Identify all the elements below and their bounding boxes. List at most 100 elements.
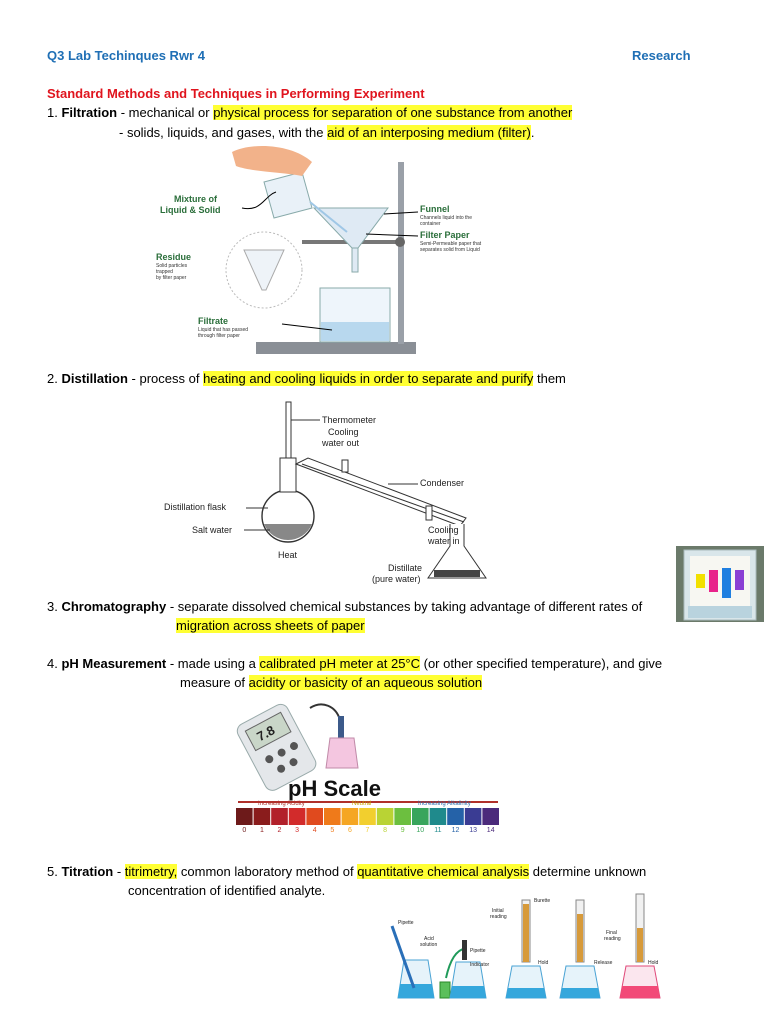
ph-number-label: 5: [330, 827, 334, 834]
ph-color-swatch: [271, 808, 288, 825]
label-indicator: Indicator: [470, 962, 490, 968]
condenser-inner: [301, 463, 465, 523]
label-filtrate-desc-2: through filter paper: [198, 333, 240, 339]
ph-number-label: 8: [383, 827, 387, 834]
label-salt-water: Salt water: [192, 525, 232, 535]
indicator-bottle: [439, 981, 451, 999]
label-residue-desc-2: trapped: [156, 269, 173, 275]
label-final: Final: [606, 930, 617, 936]
ph-number-label: 13: [469, 827, 477, 834]
label-final-2: reading: [604, 936, 621, 942]
magnified-filter: [243, 249, 285, 291]
arrow-filtrate: [281, 323, 333, 331]
arrow-mixture: [241, 191, 277, 210]
magnifier-circle: [225, 231, 303, 309]
arrow-filter-paper: [365, 233, 419, 237]
highlighted-text: aid of an interposing medium (filter): [327, 125, 531, 140]
ph-color-swatch: [306, 808, 323, 825]
item-titration-line1: 5. Titration - titrimetry, common labora…: [47, 863, 646, 880]
label-pipette: Pipette: [398, 920, 414, 926]
highlighted-text: titrimetry,: [124, 864, 178, 879]
ph-number-label: 7: [366, 827, 370, 834]
ph-number-label: 14: [487, 827, 495, 834]
ph-scale-title: pH Scale: [288, 776, 381, 801]
item-number: 5.: [47, 864, 58, 879]
document-header-category: Research: [632, 48, 691, 63]
ph-color-swatch: [394, 808, 411, 825]
salt-water-level: [264, 524, 312, 540]
flask-2-solution: [450, 986, 486, 998]
ph-number-label: 9: [401, 827, 405, 834]
text: measure of: [180, 675, 249, 690]
label-release: Release: [594, 960, 613, 966]
flask-4-solution: [560, 988, 600, 998]
distillation-diagram: Thermometer Cooling water out Condenser …: [164, 401, 487, 584]
label-heat: Heat: [278, 550, 298, 560]
item-term: Titration: [61, 864, 114, 879]
label-mixture-2: Liquid & Solid: [160, 205, 221, 215]
label-cooling-in: Cooling: [428, 525, 459, 535]
ph-color-swatch: [464, 808, 482, 825]
label-filtrate: Filtrate: [198, 316, 228, 326]
burette-2-liquid: [577, 914, 583, 962]
item-number: 3.: [47, 599, 58, 614]
arrow-funnel: [383, 211, 419, 215]
text: them: [533, 371, 566, 386]
label-cooling-out-2: water out: [321, 438, 360, 448]
ph-number-label: 0: [242, 827, 246, 834]
ph-number-label: 6: [348, 827, 352, 834]
ph-meter: 7.8: [236, 703, 317, 791]
label-mixture: Mixture of: [174, 194, 218, 204]
label-funnel: Funnel: [420, 204, 450, 214]
label-residue-desc: Solid particles: [156, 263, 188, 269]
label-filter-paper: Filter Paper: [420, 230, 470, 240]
solvent: [688, 606, 752, 618]
item-term: Distillation: [61, 371, 128, 386]
pouring-beaker: [263, 171, 313, 219]
label-increasing-alkalinity: Increasing Alkalinity: [418, 801, 471, 807]
titration-diagram: Pipette Acid solution Pipette Indicator …: [390, 893, 661, 999]
ph-number-label: 12: [452, 827, 460, 834]
label-residue: Residue: [156, 252, 191, 262]
flask-1-solution: [398, 984, 434, 998]
ph-number-label: 4: [313, 827, 317, 834]
receiving-flask: [427, 524, 487, 579]
item-titration-line2: concentration of identified analyte.: [128, 882, 325, 899]
label-acid: Acid: [424, 936, 434, 942]
label-pipette-2: Pipette: [470, 948, 486, 954]
item-term: pH Measurement: [61, 656, 167, 671]
ph-number-label: 11: [434, 827, 441, 834]
stand-base: [256, 342, 416, 354]
text: concentration of identified analyte.: [128, 883, 326, 898]
ph-scale-diagram: 7.8 pH Scale Increasing Acidity Neutral …: [236, 703, 499, 834]
meter-screen: [244, 711, 292, 752]
separator: -: [166, 656, 178, 671]
highlighted-text: quantitative chemical analysis: [357, 864, 530, 879]
item-ph-line2: measure of acidity or basicity of an aqu…: [180, 674, 483, 691]
ph-number-label: 10: [416, 827, 424, 834]
label-filtrate-desc: Liquid that has passed: [198, 327, 248, 333]
item-number: 2.: [47, 371, 58, 386]
label-solution: solution: [420, 942, 437, 948]
separator: -: [166, 599, 178, 614]
label-distillation-flask: Distillation flask: [164, 502, 227, 512]
ph-color-swatch: [253, 808, 271, 825]
chromatography-photo: [676, 546, 764, 622]
ph-number-label: 2: [278, 827, 282, 834]
highlighted-text: heating and cooling liquids in order to …: [203, 371, 534, 386]
item-filtration-line2: - solids, liquids, and gases, with the a…: [119, 124, 535, 141]
pour-stream: [309, 201, 348, 233]
burette-3-liquid: [637, 928, 643, 962]
ph-color-swatch: [359, 808, 376, 825]
label-initial: Initial: [492, 908, 504, 914]
item-number: 1.: [47, 105, 58, 120]
yellow-spot: [696, 574, 705, 588]
meter-button: [265, 755, 274, 764]
item-number: 4.: [47, 656, 58, 671]
label-burette: Burette: [534, 898, 550, 904]
filtrate-liquid: [321, 322, 389, 341]
ph-color-swatch: [412, 808, 429, 825]
pipette-1: [390, 925, 416, 989]
text: - solids, liquids, and gases, with the: [119, 125, 328, 140]
